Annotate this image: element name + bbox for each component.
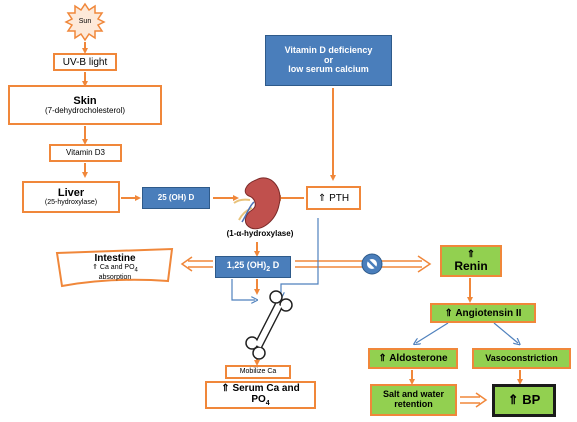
- oh125d-label: 1,25 (OH)2 D: [226, 259, 280, 273]
- intestine-box-shape: [55, 247, 174, 288]
- line-125-to-bone: [231, 279, 255, 300]
- inhibition-icon: [361, 253, 383, 275]
- line-angiotensin-vaso: [493, 322, 518, 343]
- renin-label: Renin: [454, 258, 488, 273]
- line-angiotensin-aldosterone: [416, 322, 449, 343]
- double-arrow-to-intestine: [180, 256, 213, 272]
- uvb-label: UV-B light: [62, 56, 108, 68]
- vasoconstriction-box: Vasoconstriction: [472, 348, 571, 369]
- skin-box: Skin (7-dehydrocholesterol): [8, 85, 162, 125]
- double-arrow-to-bp: [460, 392, 488, 408]
- serum-line2: PO4: [251, 393, 270, 407]
- vitamin-d3-label: Vitamin D3: [66, 147, 105, 157]
- bp-label: ⇑ BP: [507, 392, 541, 408]
- bp-box: ⇑ BP: [492, 384, 556, 417]
- intestine-line1: ⇑ Ca and PO4: [92, 263, 138, 274]
- liver-box: Liver (25-hydroxylase): [22, 181, 120, 213]
- skin-title: Skin: [73, 94, 97, 107]
- pth-label: ⇑ PTH: [317, 192, 350, 204]
- salt-water-box: Salt and water retention: [370, 384, 457, 416]
- intestine-title: Intestine: [94, 252, 136, 264]
- angiotensin-box: ⇑ Angiotensin II: [430, 303, 536, 323]
- uvb-box: UV-B light: [53, 53, 117, 71]
- deficiency-box: Vitamin D deficiency or low serum calciu…: [265, 35, 392, 86]
- serum-box: ⇑ Serum Ca and PO4: [205, 381, 316, 409]
- oh125d-subscript: 2: [266, 265, 271, 273]
- sun-label: Sun: [78, 18, 92, 26]
- bone-icon: [245, 290, 293, 360]
- intestine-box: Intestine ⇑ Ca and PO4 absorption: [62, 250, 168, 284]
- oh125d-box: 1,25 (OH)2 D: [215, 256, 291, 278]
- mobilize-box: Mobilize Ca: [225, 365, 291, 379]
- sun-icon: [64, 2, 106, 42]
- kidney-icon: [233, 177, 281, 230]
- mobilize-label: Mobilize Ca: [239, 368, 277, 376]
- serum-line1: ⇑ Serum Ca and: [221, 382, 300, 394]
- liver-title: Liver: [57, 187, 85, 200]
- renin-box: ⇑ Renin: [440, 245, 502, 277]
- oh25d-label: 25 (OH) D: [157, 192, 195, 202]
- line-pth-to-bone: [281, 218, 319, 296]
- intestine-line2: absorption: [98, 273, 132, 281]
- aldosterone-label: ⇑ Aldosterone: [378, 353, 448, 364]
- renin-up-arrow: ⇑: [466, 248, 476, 260]
- angiotensin-label: ⇑ Angiotensin II: [444, 307, 522, 319]
- oh25d-box: 25 (OH) D: [142, 187, 210, 209]
- alpha-hydroxylase-label: (1-α-hydroxylase): [226, 229, 294, 238]
- aldosterone-box: ⇑ Aldosterone: [368, 348, 458, 369]
- pth-box: ⇑ PTH: [306, 186, 361, 210]
- double-arrow-to-renin: [295, 255, 432, 273]
- liver-subtitle: (25-hydroxylase): [44, 199, 98, 207]
- vasoconstriction-label: Vasoconstriction: [485, 352, 558, 363]
- skin-subtitle: (7-dehydrocholesterol): [44, 105, 126, 115]
- salt-water-label: Salt and water retention: [382, 389, 445, 409]
- deficiency-label: Vitamin D deficiency or low serum calciu…: [284, 44, 373, 75]
- vitamin-d3-box: Vitamin D3: [49, 144, 122, 162]
